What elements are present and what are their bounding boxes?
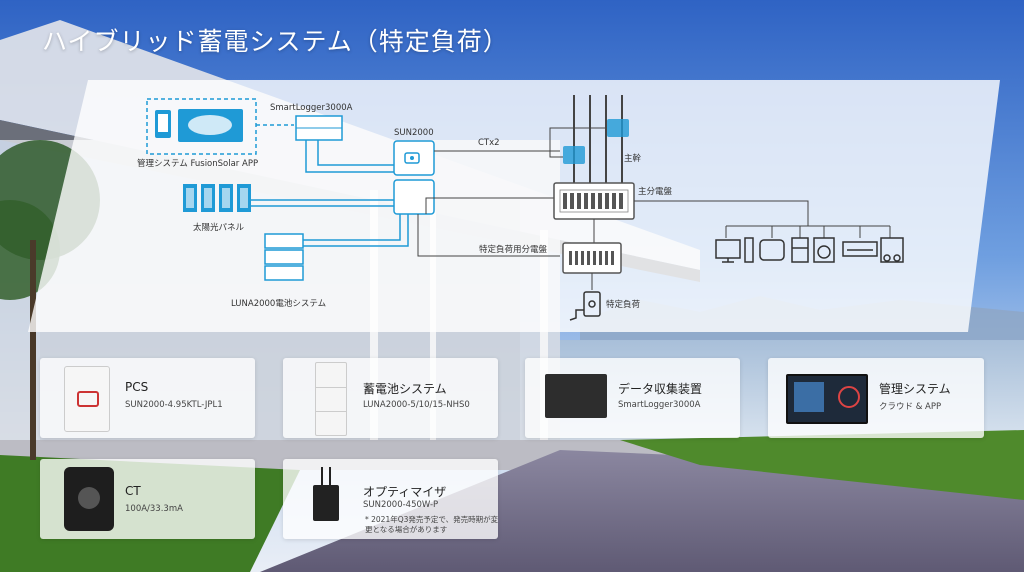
product-model: 100A/33.3mA [125, 504, 183, 514]
app-dashed-box [146, 98, 257, 155]
main-board-icon [553, 182, 635, 220]
page-title: ハイブリッド蓄電システム（特定負荷） [42, 27, 509, 56]
product-title: 管理システム [879, 382, 951, 396]
pv-panels-icon [183, 184, 251, 212]
product-card-management: 管理システム クラウド & APP [768, 358, 984, 438]
diagram-panel [28, 80, 1000, 332]
battery-label: LUNA2000電池システム [231, 298, 326, 309]
product-title: PCS [125, 380, 149, 394]
specific-load-icon [569, 291, 601, 321]
product-title: データ収集装置 [618, 382, 703, 396]
product-card-optimizer: オプティマイザ SUN2000-450W-P * 2021年Q3発売予定で、発売… [283, 459, 498, 539]
sub-board-label: 特定負荷用分電盤 [479, 244, 548, 255]
sub-board-icon [562, 242, 622, 274]
smartlogger-image [545, 374, 607, 418]
main-board-label: 主分電盤 [638, 186, 673, 197]
inverter-lower-box [393, 179, 435, 215]
product-model: SmartLogger3000A [618, 400, 701, 410]
logger-label: SmartLogger3000A [270, 103, 353, 113]
optimizer-image [313, 467, 339, 521]
ct-clamp-icon [563, 119, 629, 164]
battery-icon [264, 233, 304, 281]
monitor-app-image [786, 374, 868, 424]
pcs-image [64, 366, 110, 432]
product-model: LUNA2000-5/10/15-NHS0 [363, 400, 470, 410]
ct-clamp-image [64, 467, 114, 531]
product-model: SUN2000-4.95KTL-JPL1 [125, 400, 223, 410]
product-card-ct: CT 100A/33.3mA [40, 459, 255, 539]
product-model: SUN2000-450W-P [363, 500, 439, 510]
product-card-battery: 蓄電池システム LUNA2000-5/10/15-NHS0 [283, 358, 498, 438]
product-title: オプティマイザ [363, 485, 447, 499]
specific-load-label: 特定負荷 [606, 299, 641, 310]
product-model: クラウド & APP [879, 402, 942, 412]
main-trunk-label: 主幹 [624, 153, 642, 164]
appliances-icon [715, 237, 904, 263]
app-label: 管理システム FusionSolar APP [137, 158, 258, 169]
product-title: 蓄電池システム [363, 382, 447, 396]
product-note: * 2021年Q3発売予定で、発売時期が変更となる場合があります [365, 515, 499, 534]
product-title: CT [125, 484, 141, 498]
product-card-logger: データ収集装置 SmartLogger3000A [525, 358, 740, 438]
battery-system-image [315, 362, 347, 436]
ct-label: CTx2 [478, 138, 500, 148]
product-card-pcs: PCS SUN2000-4.95KTL-JPL1 [40, 358, 255, 438]
inverter-label: SUN2000 [394, 128, 434, 138]
pv-label: 太陽光パネル [193, 222, 245, 233]
